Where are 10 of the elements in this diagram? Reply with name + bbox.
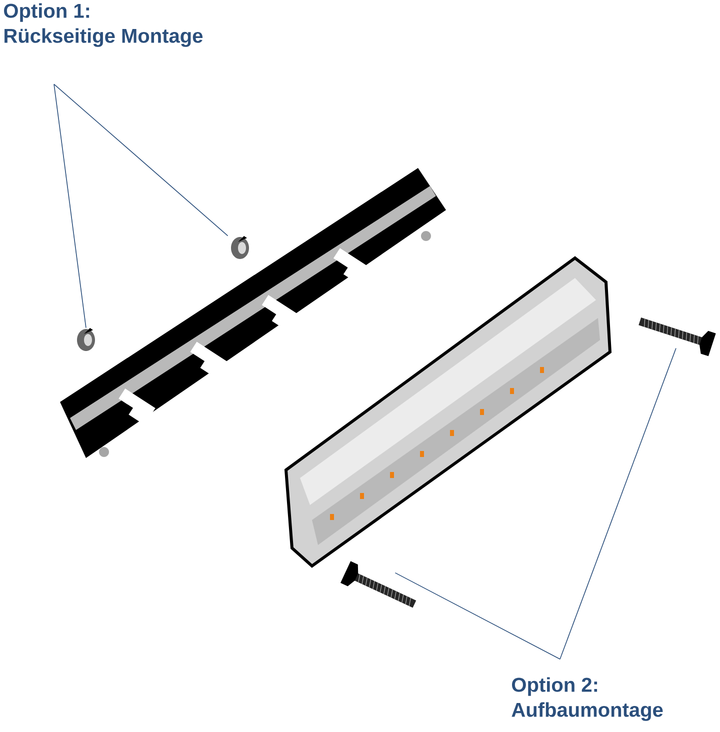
clip-nut-drawing: [77, 328, 95, 351]
option-label: Option 2: Aufbaumontage: [512, 677, 663, 721]
clip-nut-drawing: [231, 236, 249, 259]
screw-drawing: [638, 317, 716, 356]
option-label: Option 1: Rückseitige Montage: [4, 3, 203, 47]
leader-line: [560, 348, 676, 660]
leader-line: [54, 84, 228, 236]
screw-drawing: [340, 561, 416, 608]
leader-line: [394, 572, 560, 660]
leader-line: [54, 84, 86, 328]
